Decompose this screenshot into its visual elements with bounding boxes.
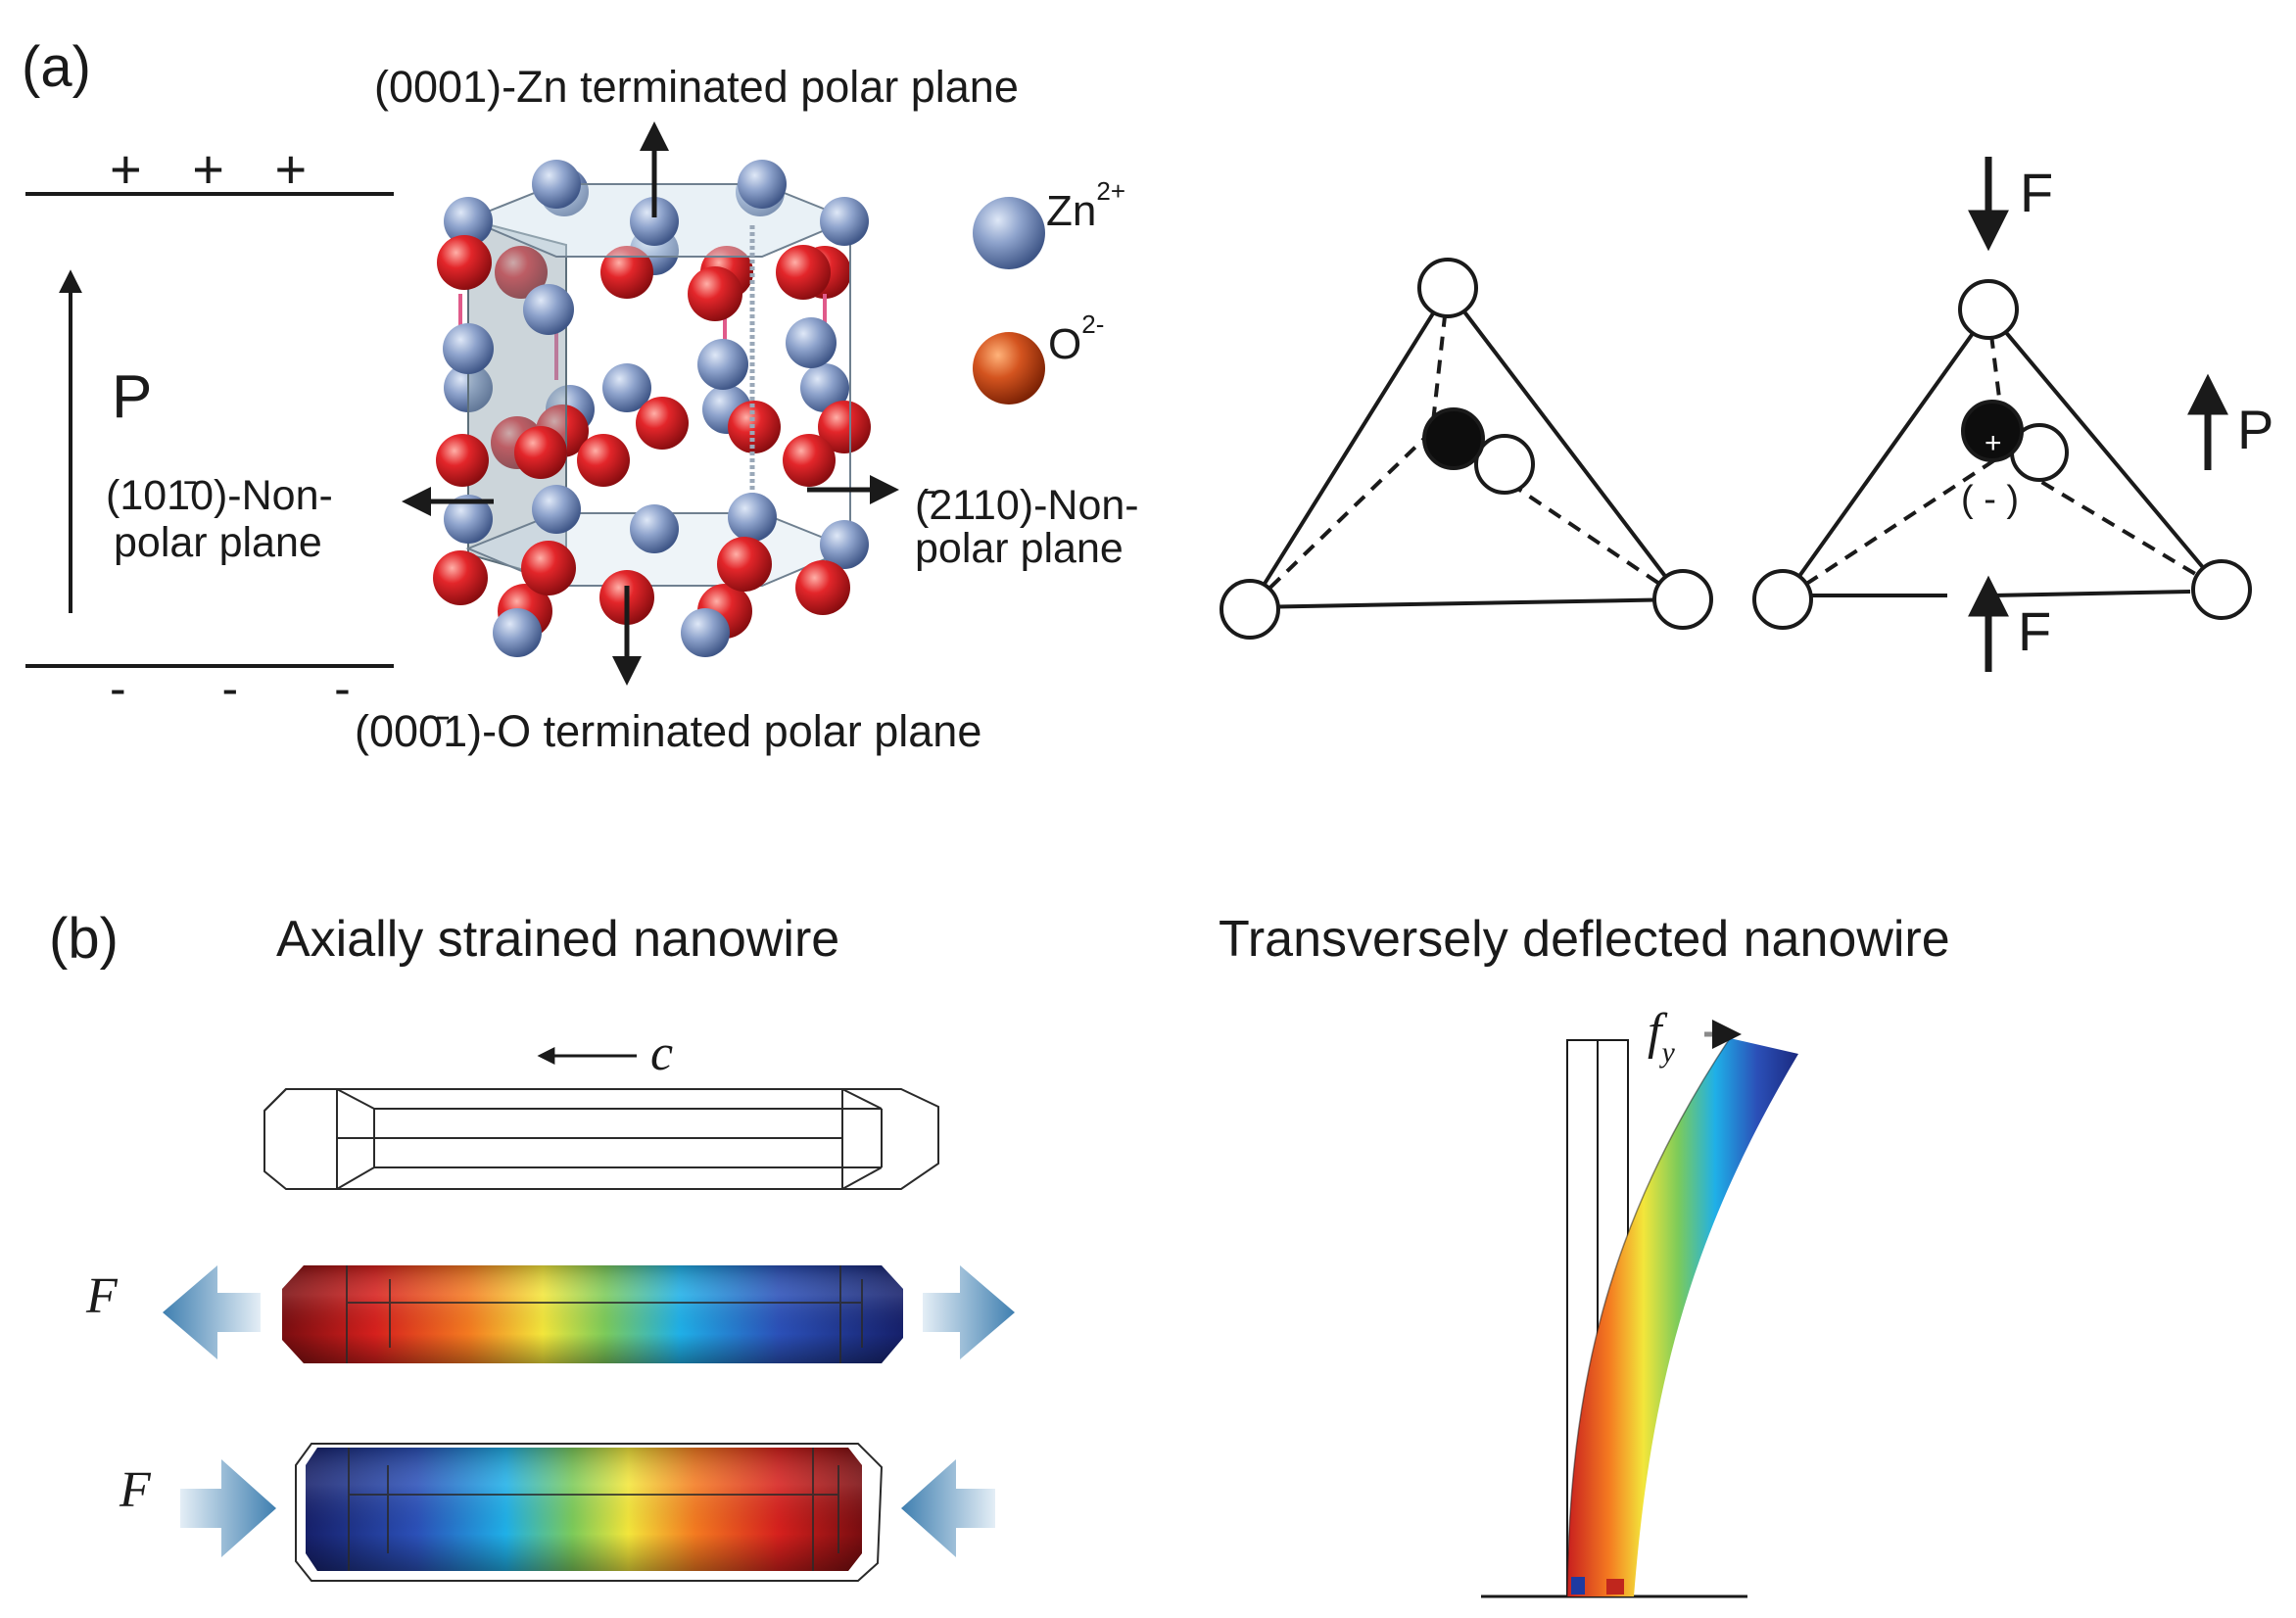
deflected-wire-body: [1567, 1038, 1798, 1596]
force-label-bottom: F: [2018, 600, 2051, 662]
positive-charges: + + +: [110, 138, 324, 200]
deflected-nanowire: [1481, 1037, 1798, 1598]
o-atom: [795, 560, 850, 615]
transverse-title: Transversely deflected nanowire: [1219, 911, 1950, 968]
tetra-plus-charge: +: [1985, 427, 2002, 459]
tetra2-vertex-left: [1752, 569, 1813, 630]
crystal-front-atoms: [433, 160, 869, 657]
right-plane-label-line2: polar plane: [915, 525, 1124, 572]
o-atom: [776, 245, 831, 300]
zn-polar-plane-label: (0001)-Zn terminated polar plane: [374, 62, 1019, 112]
force-label-top: F: [2020, 162, 2053, 223]
zn-atom: [532, 485, 581, 534]
right-plane-label-line1: (̄2110)-Non-: [915, 482, 1139, 529]
zn-atom: [738, 160, 787, 209]
o-atom: [437, 235, 492, 290]
tension-force-arrow-right: [923, 1265, 1015, 1359]
zn-atom: [523, 284, 574, 335]
zn-atom: [493, 608, 542, 657]
o-atom: [818, 401, 871, 453]
zn-legend-atom: [973, 197, 1045, 269]
tetrahedron-unstrained: [1220, 258, 1713, 640]
o-atom: [577, 434, 630, 487]
o-atom: [636, 397, 689, 450]
tetra-vertex-left: [1220, 579, 1280, 640]
nanowire-wireframe: [263, 1088, 939, 1190]
zn-atom: [820, 520, 869, 569]
left-plane-label-line2: polar plane: [114, 519, 322, 566]
left-plane-label-line1: (101̄0)-Non-: [106, 472, 333, 519]
o-atom: [433, 550, 488, 605]
tetra-polarization-label: P: [2237, 399, 2273, 460]
o-atom: [717, 537, 772, 592]
o-polar-plane-label: (000̄1)-O terminated polar plane: [355, 706, 981, 756]
o-atom: [495, 246, 548, 299]
zn-atom: [630, 197, 679, 246]
nanowire-compression: [295, 1443, 884, 1582]
zn-atom: [630, 504, 679, 553]
zn-atom: [444, 495, 493, 544]
zn-atom: [681, 608, 730, 657]
zno-wurtzite-crystal: [433, 160, 871, 657]
zn-atom: [602, 363, 651, 412]
compression-force-label: F: [119, 1462, 152, 1518]
tetra-minus-charge: ( - ): [1961, 479, 2019, 520]
negative-charges: - - -: [110, 661, 392, 716]
o-legend-label: O2-: [1048, 309, 1104, 368]
o-atom: [436, 434, 489, 487]
axial-title: Axially strained nanowire: [276, 911, 839, 968]
compression-force-arrow-left: [180, 1459, 276, 1557]
zn-atom: [820, 197, 869, 246]
zn-atom: [532, 160, 581, 209]
zn-atom: [728, 493, 777, 542]
panel-a-label: (a): [22, 35, 91, 99]
c-axis-label: c: [650, 1025, 673, 1081]
zn-atom: [800, 363, 849, 412]
tetra2-vertex-top: [1958, 279, 2019, 340]
tetra2-vertex-right: [2191, 559, 2252, 620]
zn-atom: [697, 339, 748, 390]
zn-atom: [443, 323, 494, 374]
o-atom: [514, 426, 567, 479]
fy-force-label: fy: [1648, 1004, 1675, 1069]
o-atom: [688, 266, 742, 321]
tetra-anion-center: [1474, 434, 1535, 495]
zn-atom: [444, 197, 493, 246]
tension-force-arrow-left: [163, 1265, 261, 1359]
panel-b-label: (b): [49, 907, 119, 971]
tetra-vertex-top: [1417, 258, 1478, 318]
tetra-cation-center: [1422, 407, 1485, 470]
tetra-vertex-right: [1652, 569, 1713, 630]
o-atom: [521, 541, 576, 595]
zn-legend-label: Zn2+: [1046, 176, 1125, 235]
compression-force-arrow-right: [901, 1459, 995, 1557]
zn-atom: [786, 317, 837, 368]
tetrahedron-strained: [1752, 279, 2252, 630]
o-legend-atom: [973, 332, 1045, 404]
polarization-label: P: [112, 363, 152, 431]
nanowire-tension: [282, 1265, 903, 1363]
o-atom: [783, 434, 836, 487]
o-atom: [600, 246, 653, 299]
tension-force-label: F: [85, 1268, 119, 1324]
tetra2-cation-center: [1961, 400, 2024, 462]
